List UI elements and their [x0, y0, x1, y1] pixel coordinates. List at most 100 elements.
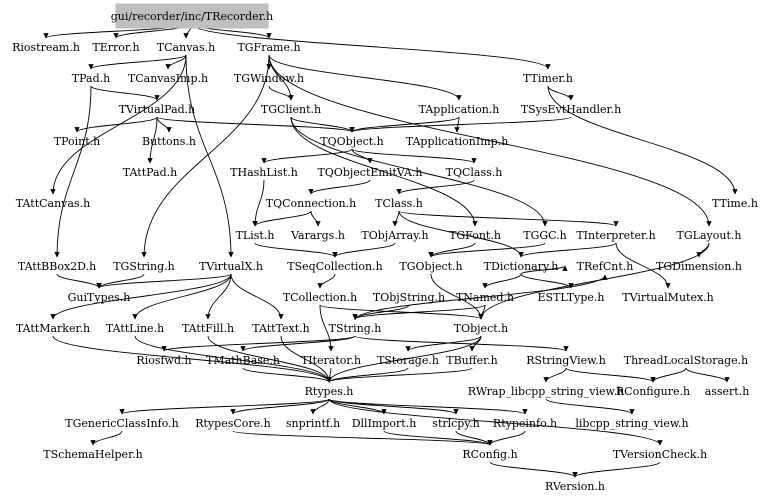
- graph-node-tqconnection[interactable]: TQConnection.h: [266, 197, 356, 210]
- graph-node-assert[interactable]: assert.h: [705, 385, 750, 398]
- graph-node-tgdimension[interactable]: TGDimension.h: [656, 260, 742, 273]
- graph-node-tschemahelper[interactable]: TSchemaHelper.h: [43, 448, 142, 461]
- graph-node-rtypes[interactable]: Rtypes.h: [305, 385, 354, 398]
- graph-node-buttons[interactable]: Buttons.h: [142, 135, 196, 148]
- graph-node-tcollection[interactable]: TCollection.h: [283, 291, 357, 304]
- graph-node-tclass[interactable]: TClass.h: [375, 197, 423, 210]
- edge-tqobject-to-thashlist: [261, 148, 353, 164]
- edge-tbuffer-to-rtypes: [326, 367, 473, 383]
- node-label: TBuffer.h: [446, 354, 497, 367]
- edge-tobject-to-rtypes: [326, 335, 482, 383]
- graph-node-tgstring[interactable]: TGString.h: [113, 260, 175, 273]
- node-label: TAttFill.h: [182, 322, 234, 335]
- node-label: Riosfwd.h: [136, 354, 191, 367]
- graph-node-libcpp[interactable]: libcpp_string_view.h: [575, 417, 688, 430]
- graph-node-tobjarray[interactable]: TObjArray.h: [361, 229, 428, 242]
- graph-node-tcanvasimp[interactable]: TCanvasImp.h: [128, 72, 208, 85]
- graph-node-trefcnt[interactable]: TRefCnt.h: [577, 260, 634, 273]
- edge-rtypes-to-tgenericclassinfo: [119, 398, 330, 415]
- graph-node-tgwindow[interactable]: TGWindow.h: [234, 72, 304, 85]
- node-label: libcpp_string_view.h: [575, 417, 688, 430]
- graph-node-thashlist[interactable]: THashList.h: [230, 166, 298, 179]
- graph-node-tseqcollection[interactable]: TSeqCollection.h: [287, 260, 382, 273]
- graph-node-dllimport[interactable]: DllImport.h: [352, 417, 417, 430]
- node-label: TAttText.h: [252, 322, 310, 335]
- graph-node-rconfigure[interactable]: RConfigure.h: [616, 385, 690, 398]
- graph-node-tlist[interactable]: TList.h: [236, 229, 275, 242]
- graph-node-tvirtualpad[interactable]: TVirtualPad.h: [119, 103, 196, 116]
- graph-node-rtypeinfo[interactable]: Rtypeinfo.h: [493, 417, 557, 430]
- graph-node-rwrap[interactable]: RWrap_libcpp_string_view.h: [468, 385, 624, 398]
- graph-node-tatttext[interactable]: TAttText.h: [252, 322, 310, 335]
- edge-tvirtualx-to-tattmarker: [50, 273, 232, 320]
- node-label: TQClass.h: [446, 166, 503, 179]
- graph-node-strlcpy[interactable]: strlcpy.h: [432, 417, 479, 430]
- node-label: TCanvas.h: [157, 41, 215, 54]
- graph-node-tbuffer[interactable]: TBuffer.h: [446, 354, 497, 367]
- graph-node-rtypescore[interactable]: RtypesCore.h: [195, 417, 271, 430]
- node-label: Rtypes.h: [305, 385, 354, 398]
- graph-node-tqobjectemitva[interactable]: TQObjectEmitVA.h: [317, 166, 422, 179]
- node-label: gui/recorder/inc/TRecorder.h: [111, 10, 274, 23]
- graph-node-tattline[interactable]: TAttLine.h: [106, 322, 164, 335]
- graph-node-rconfig[interactable]: RConfig.h: [462, 448, 517, 461]
- edge-tgwindow-to-tgclient: [268, 85, 294, 101]
- graph-node-root[interactable]: gui/recorder/inc/TRecorder.h: [111, 3, 274, 29]
- edge-ttimer-to-tsysevthandler: [547, 85, 574, 101]
- graph-node-varargs[interactable]: Varargs.h: [290, 229, 345, 242]
- graph-node-tgframe[interactable]: TGFrame.h: [237, 41, 300, 54]
- graph-node-estltype[interactable]: ESTLType.h: [538, 291, 605, 304]
- graph-node-titerator[interactable]: TIterator.h: [301, 354, 361, 367]
- graph-node-tobject[interactable]: TObject.h: [454, 322, 508, 335]
- root-node-box: [115, 3, 269, 29]
- graph-node-tdictionary[interactable]: TDictionary.h: [484, 260, 559, 273]
- graph-node-tvirtualx[interactable]: TVirtualX.h: [199, 260, 263, 273]
- graph-node-tgenericclassinfo[interactable]: TGenericClassInfo.h: [65, 417, 178, 430]
- graph-node-tmathbase[interactable]: TMathBase.h: [206, 354, 280, 367]
- graph-node-tcanvas[interactable]: TCanvas.h: [157, 41, 215, 54]
- node-label: TPoint.h: [54, 135, 101, 148]
- edge-tvirtualpad-to-tqobject: [156, 116, 355, 133]
- graph-node-tattbbox2d[interactable]: TAttBBox2D.h: [18, 260, 96, 273]
- graph-node-tattcanvas[interactable]: TAttCanvas.h: [16, 197, 90, 210]
- graph-node-tstorage[interactable]: TStorage.h: [377, 354, 439, 367]
- graph-node-tattfill[interactable]: TAttFill.h: [182, 322, 234, 335]
- edge-tvirtualx-to-tattfill: [205, 273, 232, 320]
- graph-node-tpad[interactable]: TPad.h: [72, 72, 110, 85]
- graph-node-rversion[interactable]: RVersion.h: [545, 480, 605, 493]
- graph-node-tgobject[interactable]: TGObject.h: [399, 260, 462, 273]
- graph-node-tapplication[interactable]: TApplication.h: [419, 103, 500, 116]
- graph-node-ttimer[interactable]: TTimer.h: [523, 72, 573, 85]
- graph-node-tattpad[interactable]: TAttPad.h: [123, 166, 177, 179]
- graph-node-rstringview[interactable]: RStringView.h: [526, 354, 606, 367]
- graph-node-terror[interactable]: TError.h: [92, 41, 139, 54]
- graph-node-tnamed[interactable]: TNamed.h: [456, 291, 514, 304]
- edge-tattfill-to-rtypes: [207, 335, 332, 383]
- graph-node-tgfont[interactable]: TGFont.h: [449, 229, 501, 242]
- graph-node-tobjstring[interactable]: TObjString.h: [373, 291, 445, 304]
- node-label: Riostream.h: [12, 41, 80, 54]
- node-label: TSeqCollection.h: [287, 260, 382, 273]
- edge-tstring-to-rstringview: [354, 335, 569, 352]
- graph-node-tversioncheck[interactable]: TVersionCheck.h: [613, 448, 707, 461]
- graph-node-ttime[interactable]: TTime.h: [712, 197, 758, 210]
- node-label: TQConnection.h: [266, 197, 356, 210]
- graph-node-tgclient[interactable]: TGClient.h: [261, 103, 321, 116]
- graph-node-riostream[interactable]: Riostream.h: [12, 41, 80, 54]
- graph-node-snprintf[interactable]: snprintf.h: [286, 417, 340, 430]
- graph-node-tsysevthandler[interactable]: TSysEvtHandler.h: [521, 103, 621, 116]
- graph-node-tglayout[interactable]: TGLayout.h: [677, 229, 742, 242]
- graph-node-tattmarker[interactable]: TAttMarker.h: [16, 322, 90, 335]
- graph-node-guitypes[interactable]: GuiTypes.h: [68, 291, 131, 304]
- graph-node-threadlocalstorage[interactable]: ThreadLocalStorage.h: [624, 354, 748, 367]
- graph-node-tqobject[interactable]: TQObject.h: [320, 135, 384, 148]
- graph-node-tqclass[interactable]: TQClass.h: [446, 166, 503, 179]
- graph-node-tstring[interactable]: TString.h: [329, 322, 382, 335]
- edge-tgclient-to-tggc: [290, 116, 548, 227]
- graph-node-tvirtualmutex[interactable]: TVirtualMutex.h: [622, 291, 714, 304]
- graph-node-tpoint[interactable]: TPoint.h: [54, 135, 101, 148]
- graph-node-tinterpreter[interactable]: TInterpreter.h: [576, 229, 655, 242]
- graph-node-tapplicationimp[interactable]: TApplicationImp.h: [406, 135, 509, 148]
- graph-node-riosfwd[interactable]: Riosfwd.h: [136, 354, 191, 367]
- graph-node-tggc[interactable]: TGGC.h: [523, 229, 567, 242]
